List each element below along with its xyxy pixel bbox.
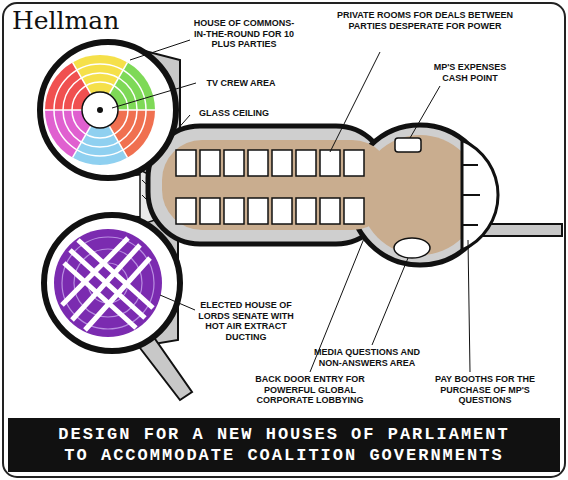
room [272, 150, 292, 176]
room [320, 198, 340, 224]
room [344, 198, 364, 224]
callout-text: HOUSE OF COMMONS-IN-THE-ROUND FOR 10 PLU… [188, 18, 300, 50]
callout-text: PRIVATE ROOMS FOR DEALS BETWEEN PARTIES … [330, 10, 520, 31]
extract-ducting [62, 238, 153, 330]
leader-line [410, 86, 440, 138]
artist-signature: Hellman [12, 6, 132, 35]
callout-text: MP'S EXPENSES CASH POINT [420, 62, 520, 83]
camera [97, 107, 103, 113]
callout-text: MEDIA QUESTIONS AND NON-ANSWERS AREA [312, 347, 422, 368]
room [248, 198, 268, 224]
room [224, 150, 244, 176]
swirl [62, 237, 154, 329]
leader-line [160, 295, 195, 310]
lords-ring [44, 215, 180, 351]
caption-band [8, 418, 560, 472]
duct-bars [62, 238, 153, 330]
cash-point [395, 138, 421, 152]
room [176, 150, 196, 176]
leader-lines [112, 40, 470, 372]
room [200, 150, 220, 176]
frame [3, 3, 565, 477]
callout-text: GLASS CEILING [188, 108, 280, 119]
room [344, 150, 364, 176]
callout-text: TV CREW AREA [196, 78, 286, 89]
callout-text: ELECTED HOUSE OF LORDS SENATE WITH HOT A… [196, 300, 296, 342]
leader-line [468, 240, 470, 372]
swirl-ring [62, 237, 154, 329]
aisles [45, 62, 155, 157]
leader-line [130, 40, 190, 60]
pay-booths [462, 165, 480, 225]
tv-crew-area [82, 92, 118, 128]
seat-rows [45, 62, 155, 157]
senate-chamber [54, 229, 162, 337]
room [296, 198, 316, 224]
commons-ring [40, 42, 176, 178]
caption-text: DESIGN FOR A NEW HOUSES OF PARLIAMENT TO… [44, 424, 524, 466]
room [296, 150, 316, 176]
room [176, 198, 196, 224]
leader-line [168, 115, 190, 140]
room [320, 150, 340, 176]
room [248, 150, 268, 176]
media-area [394, 238, 430, 258]
room [272, 198, 292, 224]
leader-line [112, 83, 196, 108]
leader-line [372, 258, 408, 345]
callout-text: PAY BOOTHS FOR THE PURCHASE OF MP'S QUES… [430, 374, 540, 406]
room [224, 198, 244, 224]
room [200, 198, 220, 224]
main-hall-floor [162, 140, 392, 230]
callout-text: BACK DOOR ENTRY FOR POWERFUL GLOBAL CORP… [250, 374, 370, 406]
private-rooms [176, 150, 364, 224]
leader-line [330, 52, 380, 152]
pay-booth-section [462, 140, 498, 250]
